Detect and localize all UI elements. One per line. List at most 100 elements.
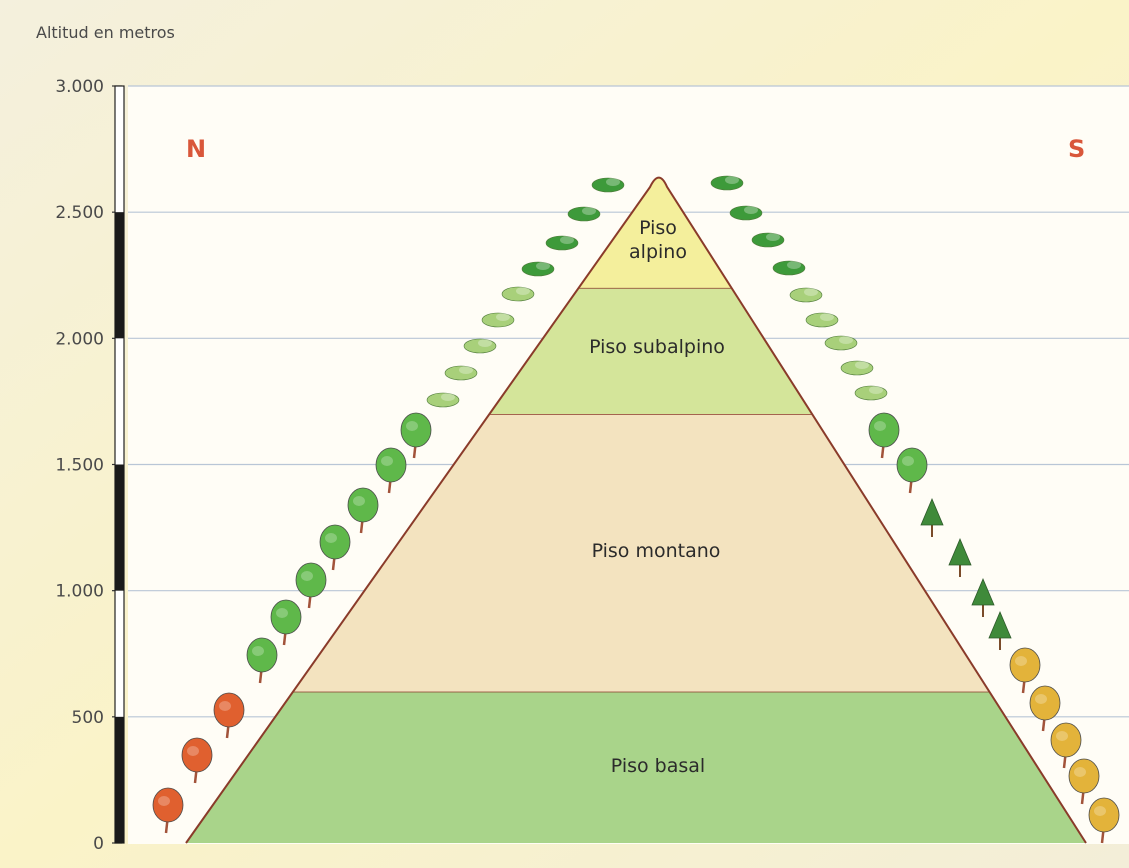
tree-highlight (353, 496, 365, 506)
south-conifer (988, 610, 1012, 650)
south-alpine-shrub (710, 175, 744, 191)
north-alpine-shrub (521, 261, 555, 277)
north-deciduous-tree (181, 737, 213, 784)
bush-shape (729, 205, 763, 221)
bush-highlight (459, 366, 473, 374)
bush-highlight (536, 262, 550, 270)
north-deciduous-tree (152, 787, 184, 834)
zone-label-montano: Piso montano (592, 540, 721, 562)
conifer-crown (920, 497, 944, 526)
zone-label-alpino-line2: alpino (629, 241, 687, 263)
tree-highlight (902, 456, 914, 466)
north-shrub (426, 392, 460, 408)
bush-highlight (820, 313, 834, 321)
tree-crown (347, 487, 379, 523)
tree-highlight (276, 608, 288, 618)
mountain-outline (185, 176, 1087, 844)
tick-label: 2.500 (55, 203, 104, 223)
tree-highlight (187, 746, 199, 756)
bush-highlight (441, 393, 455, 401)
bush-highlight (839, 336, 853, 344)
bush-highlight (496, 313, 510, 321)
tree-highlight (381, 456, 393, 466)
south-deciduous-tree (1009, 647, 1041, 694)
tree-highlight (252, 646, 264, 656)
north-alpine-shrub (591, 177, 625, 193)
bush-highlight (766, 233, 780, 241)
tree-crown (1068, 758, 1100, 794)
south-label: S (1068, 135, 1085, 163)
bush-shape (463, 338, 497, 354)
axis-bar-segment (115, 716, 124, 843)
tree-crown (181, 737, 213, 773)
tick-label: 1.500 (55, 456, 104, 476)
north-broadleaf-tree (375, 447, 407, 494)
bush-highlight (855, 361, 869, 369)
zone-subalpino (489, 287, 813, 415)
zone-label-subalpino: Piso subalpino (589, 336, 725, 358)
mountain (185, 176, 1087, 844)
north-broadleaf-tree (347, 487, 379, 534)
tree-crown (1009, 647, 1041, 683)
zone-labels: Piso basal Piso montano Piso subalpino P… (589, 217, 725, 777)
conifer-crown (948, 537, 972, 566)
tree-crown (1050, 722, 1082, 758)
south-conifer (920, 497, 944, 537)
north-broadleaf-tree (270, 599, 302, 646)
north-shrub (444, 365, 478, 381)
tree-highlight (874, 421, 886, 431)
vegetation (152, 175, 1120, 844)
tick-label: 2.000 (55, 329, 104, 349)
north-alpine-shrub (567, 206, 601, 222)
bush-highlight (787, 261, 801, 269)
north-shrub (481, 312, 515, 328)
zone-basal (186, 691, 1086, 843)
north-broadleaf-tree (295, 562, 327, 609)
tree-highlight (1074, 767, 1086, 777)
bush-highlight (744, 206, 758, 214)
tick-label: 0 (93, 834, 104, 854)
zone-alpino (578, 177, 732, 288)
north-label: N (186, 135, 206, 163)
tree-crown (1029, 685, 1061, 721)
bush-shape (710, 175, 744, 191)
bush-highlight (478, 339, 492, 347)
axis-bar-segment (115, 464, 124, 591)
tick-label: 500 (72, 708, 104, 728)
bush-shape (481, 312, 515, 328)
axis-bar-segment (115, 212, 124, 339)
south-broadleaf-tree (896, 447, 928, 494)
bush-shape (521, 261, 555, 277)
conifer-crown (988, 610, 1012, 639)
south-shrub (840, 360, 874, 376)
north-deciduous-tree (213, 692, 245, 739)
tree-highlight (219, 701, 231, 711)
north-alpine-shrub (545, 235, 579, 251)
tree-crown (375, 447, 407, 483)
tick-label: 3.000 (55, 77, 104, 97)
tree-crown (400, 412, 432, 448)
tree-crown (270, 599, 302, 635)
tree-highlight (1094, 806, 1106, 816)
south-conifer (971, 577, 995, 617)
north-broadleaf-tree (246, 637, 278, 684)
tree-crown (246, 637, 278, 673)
bush-shape (854, 385, 888, 401)
tree-highlight (158, 796, 170, 806)
south-shrub (854, 385, 888, 401)
bush-shape (591, 177, 625, 193)
bush-highlight (582, 207, 596, 215)
bush-shape (426, 392, 460, 408)
bush-shape (501, 286, 535, 302)
zone-label-basal: Piso basal (611, 755, 705, 777)
bush-shape (840, 360, 874, 376)
bush-highlight (869, 386, 883, 394)
tree-crown (152, 787, 184, 823)
y-axis: 3.000 2.500 2.000 1.500 1.000 500 0 (55, 77, 125, 854)
bush-highlight (725, 176, 739, 184)
south-alpine-shrub (751, 232, 785, 248)
tick-label: 1.000 (55, 582, 104, 602)
south-deciduous-tree (1050, 722, 1082, 769)
tree-highlight (1056, 731, 1068, 741)
